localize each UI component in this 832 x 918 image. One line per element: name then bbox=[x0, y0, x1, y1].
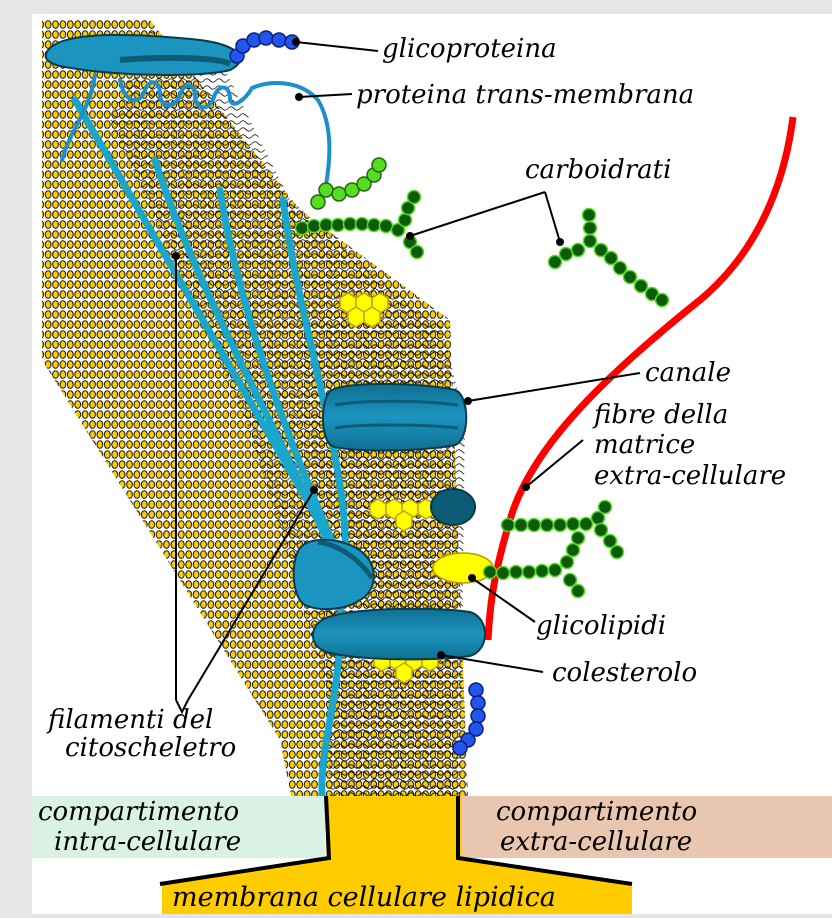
label-intracellular-1: compartimento bbox=[38, 797, 239, 827]
label-glycoprotein: glicoproteina bbox=[382, 34, 557, 64]
label-extracellular-2: extra-cellulare bbox=[500, 827, 692, 857]
label-cytoskeleton-2: citoscheletro bbox=[65, 733, 236, 763]
label-ecm-fibers-2: matrice bbox=[594, 430, 695, 460]
label-channel: canale bbox=[645, 358, 731, 388]
label-ecm-fibers-1: fibre della bbox=[592, 400, 728, 430]
label-glycolipids: glicolipidi bbox=[536, 611, 666, 641]
channel-protein bbox=[323, 384, 466, 450]
label-cytoskeleton-1: filamenti del bbox=[46, 705, 213, 735]
label-transmembrane-protein: proteina trans-membrana bbox=[356, 80, 694, 110]
glycoprotein bbox=[46, 35, 240, 75]
label-extracellular-1: compartimento bbox=[496, 797, 697, 827]
label-ecm-fibers-3: extra-cellulare bbox=[594, 461, 786, 491]
label-membrane: membrana cellulare lipidica bbox=[172, 882, 556, 913]
label-intracellular-2: intra-cellulare bbox=[54, 827, 241, 857]
label-carbohydrates: carboidrati bbox=[525, 155, 671, 185]
label-cholesterol: colesterolo bbox=[552, 658, 697, 688]
small-protein bbox=[431, 489, 475, 525]
bottom-protein bbox=[313, 609, 485, 660]
